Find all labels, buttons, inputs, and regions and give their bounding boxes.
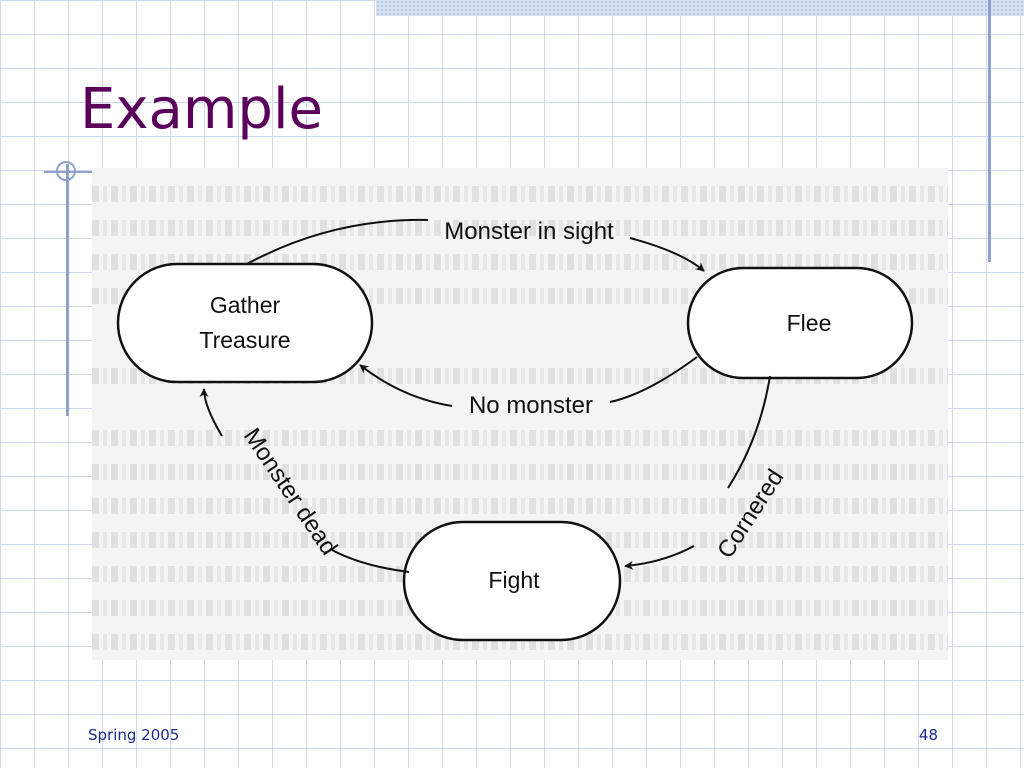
- faint-text-line: [92, 464, 948, 480]
- state-label-flee: Flee: [787, 310, 832, 336]
- edge-monster-in-sight-start: [246, 218, 429, 265]
- faint-text-line: [92, 498, 948, 514]
- transition-label-no-monster: No monster: [469, 392, 593, 419]
- edge-monster-dead-arrow: [199, 388, 223, 437]
- top-decorative-band: [376, 0, 1024, 16]
- accent-circle-icon: [56, 161, 76, 181]
- page-number: 48: [918, 726, 938, 744]
- state-label-gather: Gather: [210, 292, 281, 318]
- edge-cornered-start: [727, 375, 771, 489]
- edge-no-monster-arrow: [359, 364, 453, 407]
- faint-text-line: [92, 220, 948, 236]
- state-label-treasure: Treasure: [199, 327, 290, 353]
- transition-label-monster-in-sight: Monster in sight: [444, 218, 614, 245]
- state-machine-diagram: Gather Treasure Flee Fight Monster in si…: [116, 218, 914, 642]
- state-label-fight: Fight: [488, 567, 540, 593]
- left-accent-line: [66, 164, 69, 416]
- transition-label-monster-dead: Monster dead: [238, 423, 342, 560]
- footer-date: Spring 2005: [88, 726, 180, 744]
- slide-title: Example: [80, 77, 323, 142]
- edge-cornered-arrow: [624, 545, 695, 570]
- state-gather-treasure: [116, 262, 374, 384]
- edge-no-monster-start: [609, 356, 698, 403]
- transition-label-cornered: Cornered: [712, 465, 789, 564]
- faint-text-line: [92, 634, 948, 650]
- right-accent-line: [988, 0, 991, 262]
- state-fight: [402, 520, 622, 642]
- edge-monster-dead-start: [331, 549, 410, 573]
- faint-text-line: [92, 430, 948, 446]
- faint-text-line: [92, 186, 948, 202]
- scanned-figure: Gather Treasure Flee Fight Monster in si…: [92, 168, 948, 660]
- edge-monster-in-sight-arrow: [629, 237, 705, 272]
- state-flee: [686, 266, 914, 380]
